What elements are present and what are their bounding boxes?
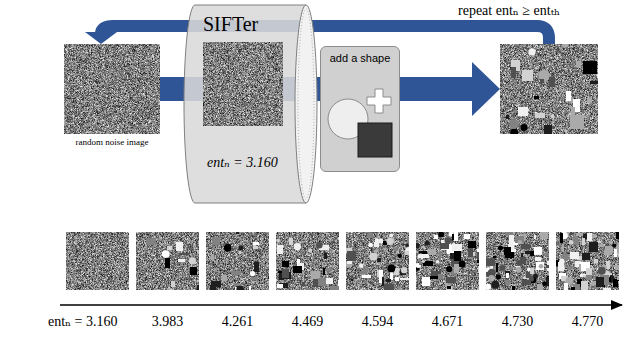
entropy-value-text: 4.261 [222, 314, 254, 329]
progress-arrow [60, 304, 622, 306]
entropy-value: 4.594 [362, 312, 394, 330]
entropy-value: 4.770 [572, 312, 604, 330]
square-shape [358, 123, 392, 157]
flow-connector [160, 77, 183, 101]
node-value: entₙ = 3.160 [207, 154, 319, 172]
thumbnail-image [136, 232, 199, 290]
entropy-value-text: 4.671 [432, 314, 464, 329]
node-title: random noise image [64, 137, 160, 147]
node-shape [321, 47, 401, 173]
node-title: SIFTer [203, 12, 319, 36]
thumbnail-image [486, 232, 549, 290]
cylinder-face-dots [298, 9, 314, 199]
noise-image [64, 44, 160, 134]
thumbnail-image [206, 232, 269, 290]
thumbnail-image [416, 232, 479, 290]
entropy-value-text: 4.730 [502, 314, 534, 329]
plus-shape [367, 89, 391, 113]
thumbnail-image [276, 232, 339, 290]
thumbnail-image [66, 232, 129, 290]
entropy-value: 4.671 [432, 312, 464, 330]
feedback-arrowhead [85, 32, 117, 44]
noise-image-node: random noise image [64, 44, 160, 152]
entropy-value-text: 4.469 [292, 314, 324, 329]
add-shape-box: add a shape [320, 46, 400, 172]
loop-condition-text: repeat entₙ ≥ entₜₕ [458, 3, 560, 18]
feedback-arrow [101, 26, 549, 44]
thumbnail-image [556, 232, 619, 290]
thumbnail-image [346, 232, 409, 290]
entropy-value-text: 3.983 [152, 314, 184, 329]
sifter-cylinder: SIFTer entₙ = 3.160 [183, 4, 319, 204]
entropy-value: 4.261 [222, 312, 254, 330]
entropy-value: entₙ = 3.160 [48, 312, 118, 330]
entropy-value-text: entₙ = 3.160 [48, 314, 118, 329]
node-title: add a shape [321, 51, 399, 65]
entropy-value-text: 4.594 [362, 314, 394, 329]
noise-image [203, 42, 283, 126]
output-image [500, 44, 598, 134]
entropy-value: 4.730 [502, 312, 534, 330]
cylinder-face [295, 5, 317, 203]
entropy-value-text: 4.770 [572, 314, 604, 329]
entropy-value: 3.983 [152, 312, 184, 330]
entropy-value: 4.469 [292, 312, 324, 330]
loop-condition: repeat entₙ ≥ entₜₕ [458, 1, 560, 19]
node-shape [64, 44, 160, 152]
flow-arrowhead [472, 62, 500, 116]
